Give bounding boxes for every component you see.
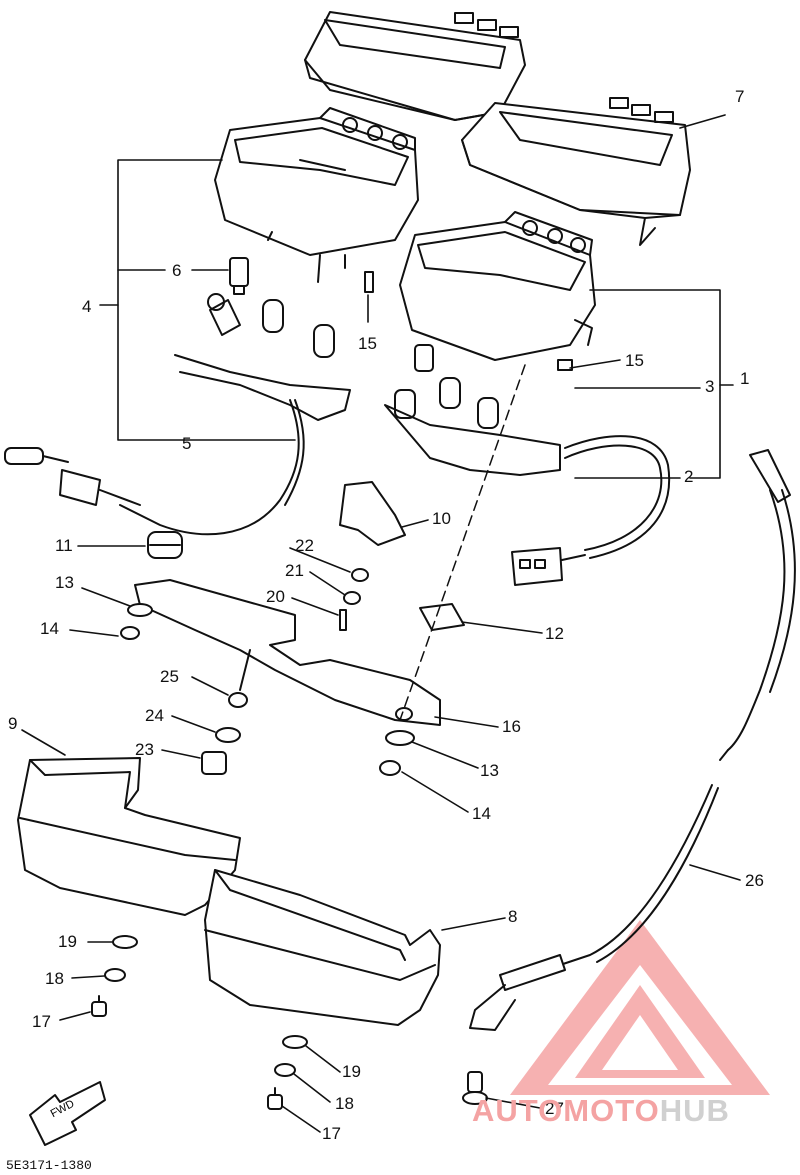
callout-10: 10 xyxy=(432,509,451,528)
socket-harness-left xyxy=(119,293,351,536)
callout-18b: 18 xyxy=(335,1094,354,1113)
grommet xyxy=(147,531,183,559)
watermark-part2: HUB xyxy=(659,1093,730,1128)
small-hardware xyxy=(91,271,573,1110)
callout-20: 20 xyxy=(266,587,285,606)
callout-2: 2 xyxy=(684,467,694,486)
callout-8: 8 xyxy=(508,907,518,926)
callout-23: 23 xyxy=(135,740,154,759)
callout-6: 6 xyxy=(172,261,182,280)
meter-assembly-left xyxy=(214,107,419,283)
callout-17b: 17 xyxy=(322,1124,341,1143)
callout-15a: 15 xyxy=(358,334,377,353)
callout-16: 16 xyxy=(502,717,521,736)
cable-screw xyxy=(462,1071,488,1105)
callout-22: 22 xyxy=(295,536,314,555)
callout-27: 27 xyxy=(545,1099,564,1118)
callout-12: 12 xyxy=(545,624,564,643)
meter-cover-upper xyxy=(304,11,526,121)
callout-19a: 19 xyxy=(58,932,77,951)
callout-5: 5 xyxy=(182,434,192,453)
watermark-text: AUTOMOTOHUB xyxy=(472,1093,730,1129)
callout-9: 9 xyxy=(8,714,18,733)
callout-15b: 15 xyxy=(625,351,644,370)
socket-harness-right xyxy=(384,344,671,559)
callout-4: 4 xyxy=(82,297,92,316)
callout-14b: 14 xyxy=(472,804,491,823)
drawing-code: 5E3171-1380 xyxy=(6,1158,92,1173)
callout-11: 11 xyxy=(55,536,73,555)
assembly-centerline xyxy=(399,364,526,721)
leader-lines xyxy=(21,114,741,1133)
damper-rubber xyxy=(419,603,465,631)
callout-19b: 19 xyxy=(342,1062,361,1081)
callout-14a: 14 xyxy=(40,619,59,638)
callout-13b: 13 xyxy=(480,761,499,780)
callout-25: 25 xyxy=(160,667,179,686)
watermark-part1: AUTOMOTO xyxy=(472,1093,660,1128)
callout-13a: 13 xyxy=(55,573,74,592)
callout-1: 1 xyxy=(740,369,750,388)
bulb xyxy=(229,257,249,295)
fwd-arrow xyxy=(29,1081,106,1146)
meter-bracket-stay xyxy=(134,579,441,726)
harness-connector xyxy=(511,547,586,586)
callout-26: 26 xyxy=(745,871,764,890)
callout-7: 7 xyxy=(735,87,745,106)
meter-cover-right xyxy=(461,97,691,246)
callout-17a: 17 xyxy=(32,1012,51,1031)
lower-case-right xyxy=(204,869,441,1026)
meter-assembly-right xyxy=(399,211,596,361)
watermark-logo xyxy=(510,920,770,1095)
speedometer-cable xyxy=(469,449,796,1031)
meter-bracket-clip xyxy=(339,481,406,546)
callout-21: 21 xyxy=(285,561,304,580)
lower-case-left xyxy=(17,757,241,916)
callout-18a: 18 xyxy=(45,969,64,988)
connector-left xyxy=(4,447,141,506)
callout-3: 3 xyxy=(705,377,715,396)
callout-24: 24 xyxy=(145,706,164,725)
